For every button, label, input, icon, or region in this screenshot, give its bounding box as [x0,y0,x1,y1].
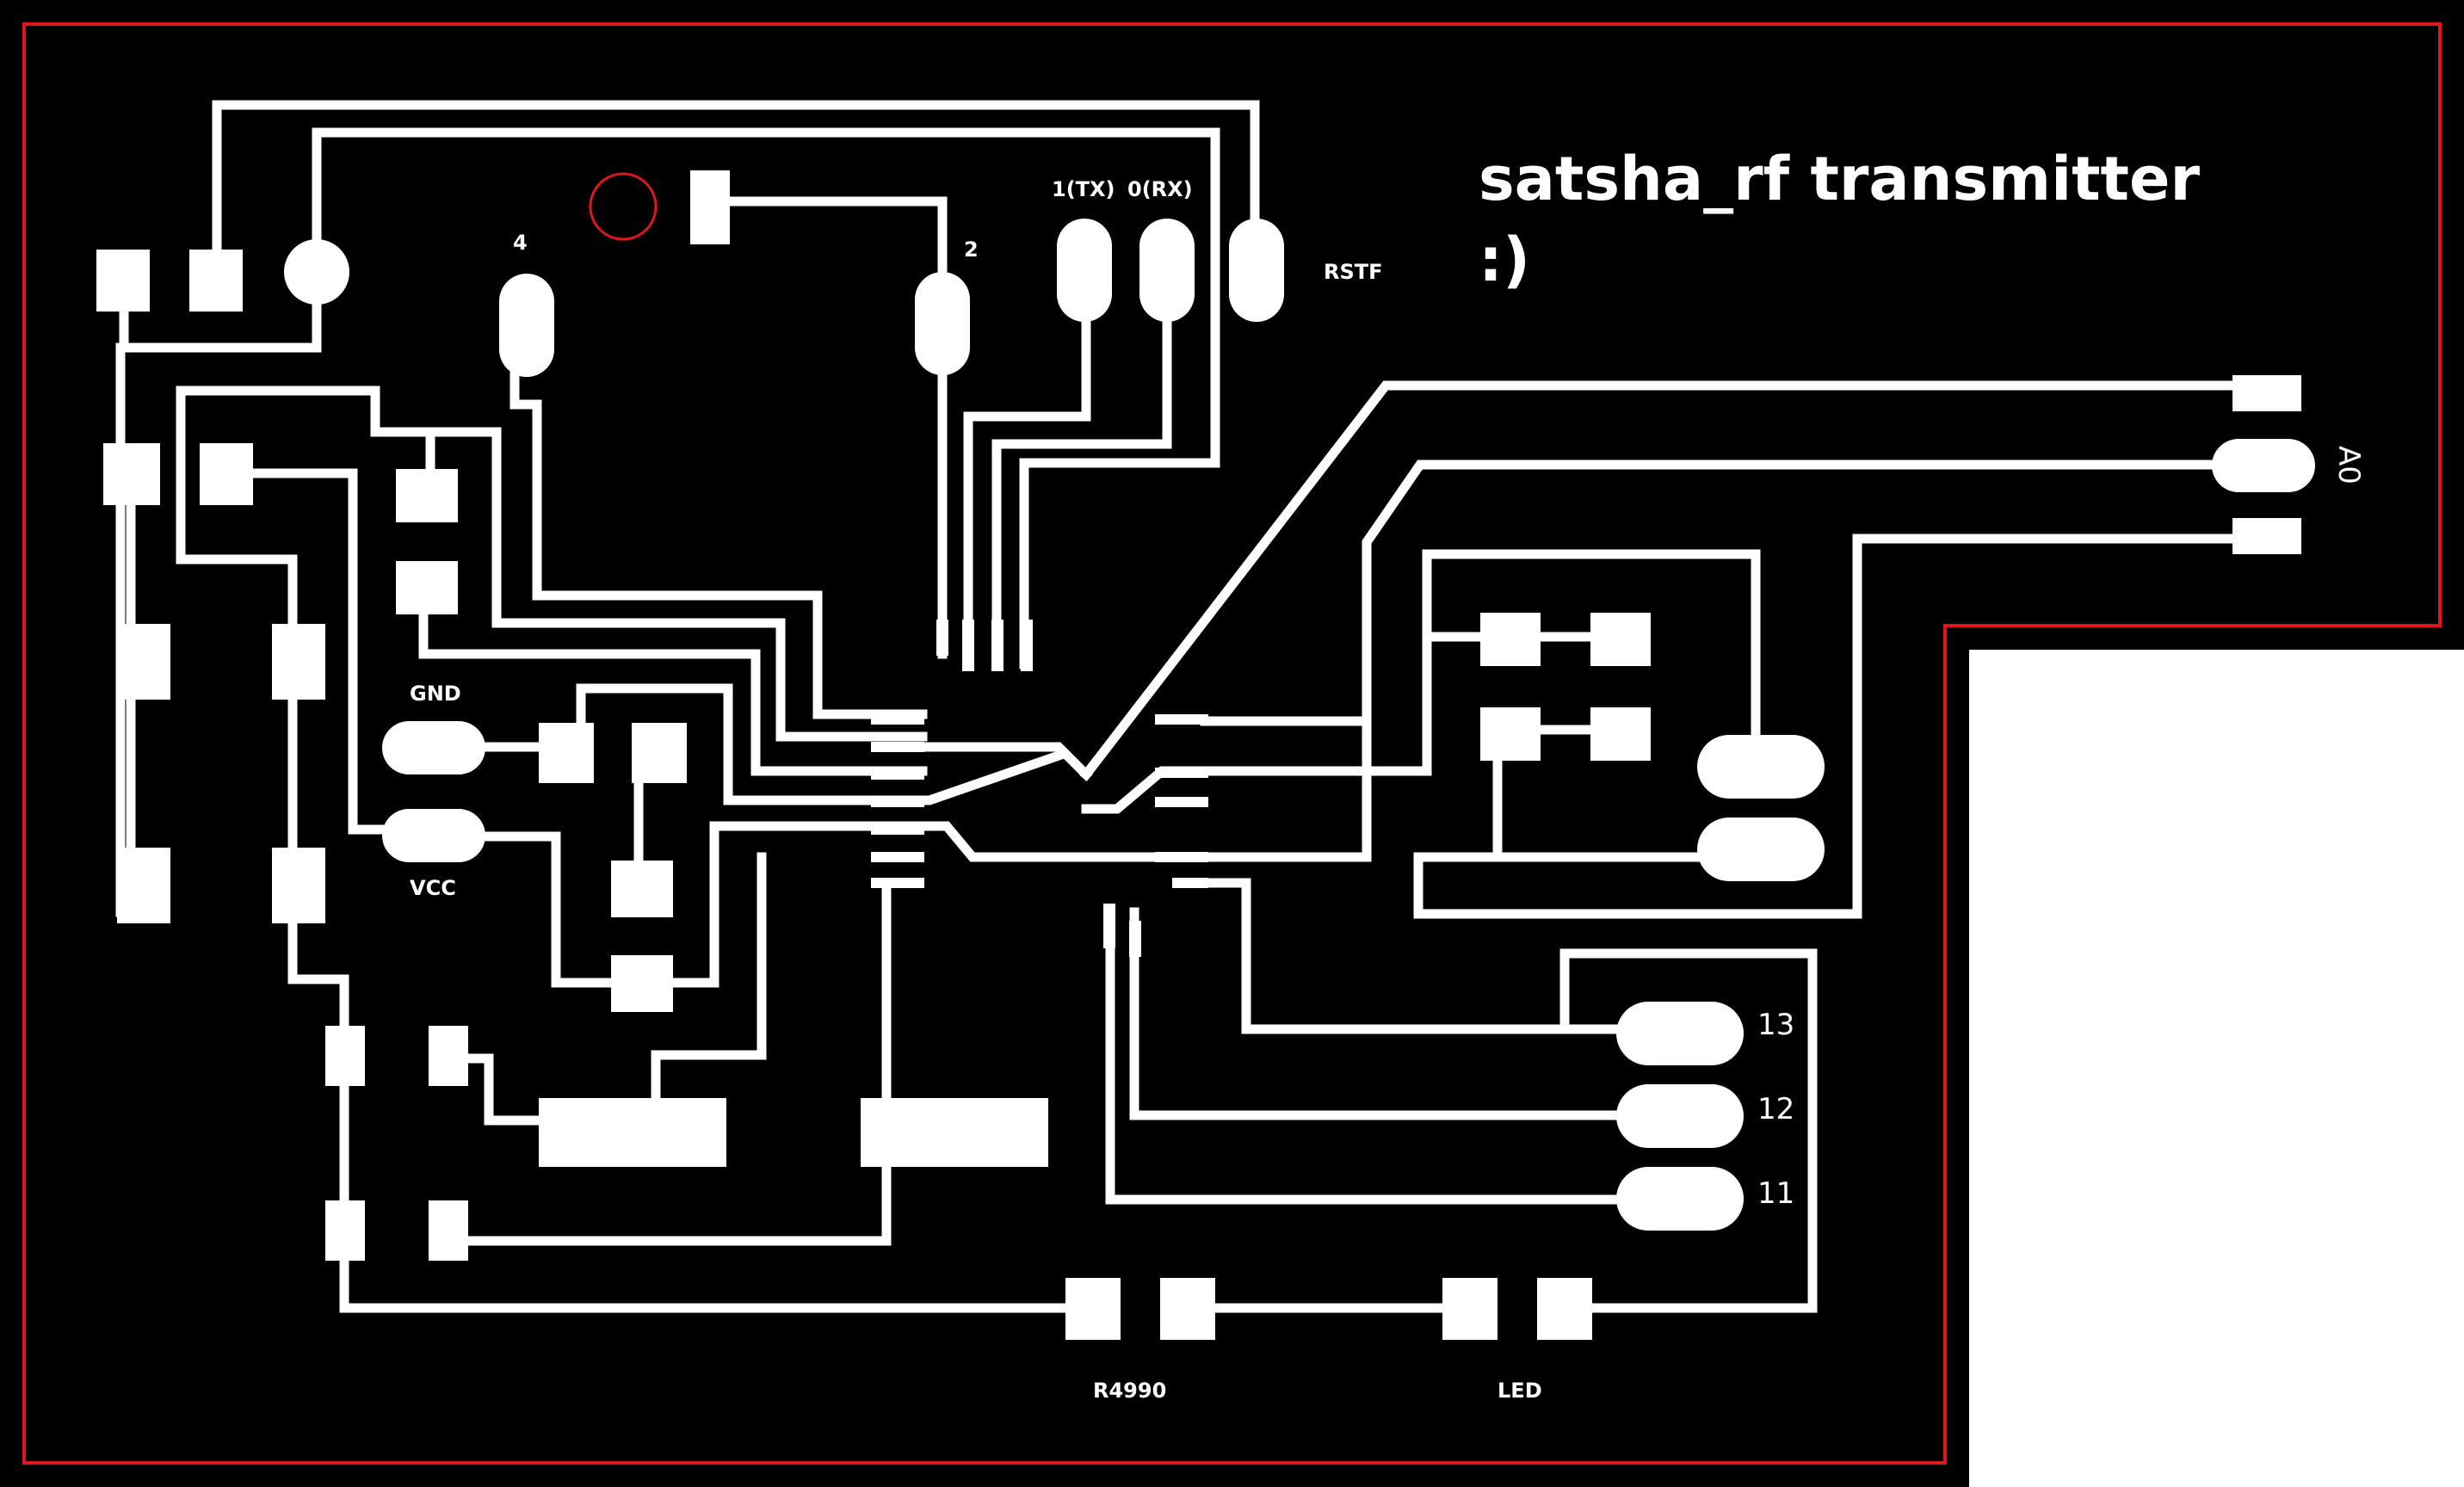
label-a0: A0 [2331,446,2366,484]
ic-pin [1155,768,1208,778]
label-pin4: 4 [513,231,528,255]
pad [396,469,458,522]
vcc-pad [382,809,485,862]
pad [1480,707,1541,761]
board-outline [22,22,2442,1465]
pad [325,1026,365,1086]
ic-pin [871,797,924,807]
label-tx: 1(TX) [1052,177,1115,201]
a0-pad [2232,518,2301,554]
silkscreen-labels: satsha_rf transmitter :) 4 2 1(TX) 0(RX)… [410,144,2366,1403]
header-pin [1021,620,1033,671]
pad [272,624,325,700]
pad [1590,613,1651,666]
tx-pad [1057,219,1112,322]
board-title: satsha_rf transmitter [1479,144,2200,214]
pad [200,443,253,505]
ic-pin [871,742,924,752]
label-r4990: R4990 [1093,1379,1166,1403]
pad [117,624,170,700]
header-pin [991,620,1004,671]
led-pad [1442,1278,1498,1340]
gnd-pad [382,721,485,774]
pin-12-pad [1616,1084,1744,1148]
regulator-pad [861,1098,1048,1167]
ic-pin [1155,797,1208,807]
pad [429,1200,468,1261]
pad [396,561,458,614]
pad [611,955,673,1012]
label-vcc: VCC [410,876,456,900]
ic-pin [871,769,924,780]
ic-pin [1103,904,1115,948]
r4990-pad [1160,1278,1215,1340]
label-gnd: GND [410,682,461,706]
ic-pin [1129,921,1141,957]
ic-pin [1155,714,1208,725]
pad-oval [1697,735,1825,799]
copper-pads [96,170,2315,1340]
pin-2-pad [915,272,970,375]
pad [1590,707,1651,761]
ic-pin [1172,878,1208,888]
a0-pad [2232,375,2301,411]
ic-pin [871,714,924,725]
pad-round [284,239,349,305]
label-13: 13 [1757,1008,1794,1042]
fiducial-marker [589,172,658,241]
pad [96,250,150,312]
copper-traces [115,100,2243,1313]
r4990-pad [1065,1278,1121,1340]
rstf-pad [1229,219,1284,322]
led-pad [1537,1278,1592,1340]
a0-pad [2212,439,2315,492]
pin-4-pad [499,274,554,377]
pad [272,848,325,923]
header-pin [936,620,948,656]
label-11: 11 [1757,1176,1794,1211]
pin-13-pad [1616,1002,1744,1065]
regulator-pad [539,1098,726,1167]
pad [189,250,243,312]
ic-pin [871,852,924,862]
pad [117,848,170,923]
pad [1480,613,1541,666]
board-subtitle: :) [1479,225,1530,295]
pad [325,1200,365,1261]
label-led: LED [1498,1379,1542,1403]
label-rstf: RSTF [1324,260,1383,284]
rx-pad [1139,219,1195,322]
header-pin [962,620,974,671]
ic-pin [871,878,924,888]
header-pad [690,170,730,244]
pad [611,861,673,917]
pad [539,723,594,783]
label-rx: 0(RX) [1127,177,1193,201]
pad [103,443,160,505]
pad [632,723,687,783]
ic-pin [871,824,924,835]
ic-pin [1155,852,1208,862]
label-pin2: 2 [964,238,979,262]
pad [429,1026,468,1086]
pin-11-pad [1616,1167,1744,1231]
label-12: 12 [1757,1092,1794,1126]
pad-oval [1697,818,1825,881]
